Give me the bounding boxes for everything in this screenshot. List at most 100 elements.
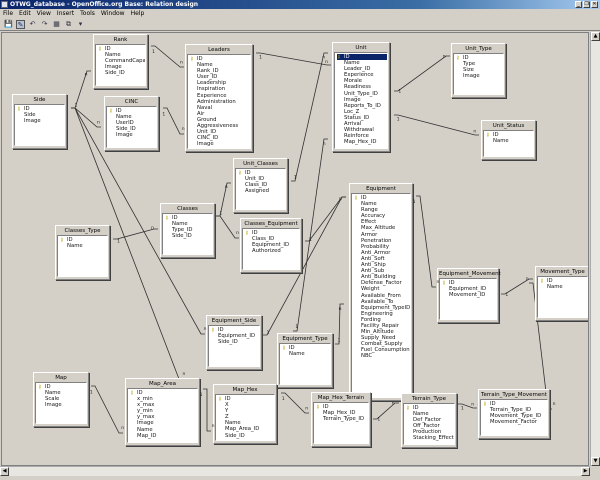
table-terrain-type-movement[interactable]: Terrain_Type_MovementIDTerrain_Type_IDMo… — [478, 389, 550, 439]
scroll-right-button[interactable]: ▶ — [581, 467, 590, 476]
table-title[interactable]: Map_Hex — [232, 387, 258, 393]
field-anti-armor[interactable]: Anti_Armor — [361, 249, 391, 256]
restore-button[interactable]: ❐ — [583, 1, 590, 8]
field-type-id[interactable]: Type_ID — [172, 227, 193, 234]
field-air[interactable]: Air — [197, 110, 205, 117]
relation-line[interactable] — [416, 195, 436, 288]
field-reinforce[interactable]: Reinforce — [344, 133, 369, 140]
redo-icon[interactable]: ↷ — [41, 20, 48, 28]
table-unit-status[interactable]: Unit_StatusIDName — [481, 120, 536, 160]
field-ground[interactable]: Ground — [197, 116, 217, 123]
field-experience[interactable]: Experience — [344, 72, 374, 79]
field-facility-repair[interactable]: Facility_Repair — [361, 322, 399, 329]
field-y-max[interactable]: y_max — [137, 414, 155, 421]
table-title[interactable]: Equipment_Movement — [439, 271, 501, 277]
field-defense-factor[interactable]: Defense_Factor — [361, 280, 402, 287]
field-id[interactable]: ID — [130, 390, 197, 396]
menu-window[interactable]: Window — [100, 10, 125, 17]
vertical-scrollbar[interactable]: ▲ ▼ — [590, 32, 600, 466]
relation-line[interactable] — [501, 278, 533, 295]
table-title[interactable]: Terrain_Type_Movement — [481, 392, 547, 398]
edit-icon[interactable]: ✎ — [16, 20, 25, 29]
minimize-button[interactable]: _ — [575, 1, 582, 8]
relation-line[interactable] — [529, 282, 552, 410]
relation-line[interactable] — [256, 52, 331, 66]
table-title[interactable]: Unit_Status — [492, 123, 525, 129]
relation-line[interactable] — [216, 182, 231, 217]
relation-line[interactable] — [458, 403, 477, 409]
field-movement-id[interactable]: Movement_ID — [449, 292, 486, 299]
field-class-id[interactable]: Class_ID — [245, 182, 268, 189]
field-morale[interactable]: Morale — [344, 78, 362, 85]
field-id[interactable]: ID — [165, 215, 212, 221]
field-type[interactable]: Type — [463, 61, 476, 68]
field-fording[interactable]: Fording — [361, 316, 381, 323]
field-movement-type-id[interactable]: Movement_Type_ID — [490, 413, 542, 420]
field-id[interactable]: ID — [316, 404, 368, 410]
relation-line[interactable] — [335, 303, 344, 345]
menu-view[interactable]: View — [36, 10, 51, 17]
menu-help[interactable]: Help — [130, 10, 145, 17]
save-icon[interactable]: 💾 — [4, 20, 13, 28]
horizontal-scrollbar[interactable]: ◀ ▶ — [0, 466, 590, 476]
field-armor[interactable]: Armor — [361, 231, 378, 238]
table-title[interactable]: Unit — [355, 45, 367, 51]
field-experience[interactable]: Experience — [197, 92, 227, 99]
field-id[interactable]: ID — [38, 384, 86, 390]
field-equipment-typeid[interactable]: Equipment_TypeID — [361, 304, 411, 311]
field-id[interactable]: ID — [406, 405, 454, 411]
field-terrain-type-id[interactable]: Terrain_Type_ID — [323, 416, 365, 423]
field-image[interactable]: Image — [137, 420, 154, 427]
relation-line[interactable] — [291, 52, 328, 182]
relation-line[interactable] — [71, 70, 91, 109]
table-classes-type[interactable]: Classes_TypeIDName — [55, 225, 110, 280]
field-map-area-id[interactable]: Map_Area_ID — [225, 426, 260, 433]
relation-line[interactable] — [293, 138, 328, 332]
field-id[interactable]: ID — [190, 56, 250, 62]
menu-insert[interactable]: Insert — [56, 10, 75, 17]
field-weight[interactable]: Weight — [361, 286, 380, 293]
field-anti-sub[interactable]: Anti_Sub — [361, 268, 385, 275]
field-authorized[interactable]: Authorized — [252, 248, 281, 255]
table-title[interactable]: Equipment_Side — [211, 318, 257, 324]
field-x[interactable]: X — [225, 402, 229, 409]
field-name[interactable]: Name — [45, 390, 61, 397]
field-id[interactable]: ID — [109, 108, 156, 114]
field-map-hex-id[interactable]: Map_Hex_ID — [344, 139, 377, 146]
table-terrain-type[interactable]: Terrain_TypeIDNameDef_FactorOff_FactorPr… — [401, 393, 457, 448]
field-id[interactable]: ID — [17, 106, 64, 112]
field-loc-z[interactable]: Loc_Z — [344, 108, 360, 115]
table-title[interactable]: Equipment — [366, 186, 396, 192]
table-title[interactable]: Classes — [177, 206, 198, 212]
field-rank-id[interactable]: Rank_ID — [197, 68, 219, 75]
field-x-min[interactable]: x_min — [137, 396, 153, 403]
relation-line[interactable] — [113, 228, 158, 240]
field-aggressiveness[interactable]: Aggressiveness — [197, 123, 239, 130]
more-icon[interactable]: ▾ — [78, 20, 83, 28]
field-map-hex-id[interactable]: Map_Hex_ID — [323, 410, 356, 417]
field-id[interactable]: ID — [60, 237, 107, 243]
field-side-id[interactable]: Side_ID — [105, 70, 125, 77]
field-name[interactable]: Name — [289, 351, 305, 358]
menu-edit[interactable]: Edit — [19, 10, 31, 17]
field-name[interactable]: Name — [197, 62, 213, 69]
field-id[interactable]: ID — [282, 345, 330, 351]
field-anti-building[interactable]: Anti_Building — [361, 274, 396, 281]
relation-line[interactable] — [91, 385, 123, 434]
field-id[interactable]: ID — [540, 278, 587, 284]
table-movement-type[interactable]: Movement_TypeIDName — [535, 266, 588, 321]
field-id[interactable]: ID — [238, 170, 285, 176]
field-name[interactable]: Name — [67, 243, 83, 250]
field-id[interactable]: ID — [456, 55, 503, 61]
relation-line[interactable] — [216, 215, 239, 239]
table-title[interactable]: Unit_Type — [465, 46, 492, 52]
relation-line[interactable] — [203, 388, 211, 432]
field-production[interactable]: Production — [413, 429, 442, 436]
field-terrain-type-id[interactable]: Terrain_Type_ID — [490, 407, 532, 414]
field-image[interactable]: Image — [463, 73, 480, 80]
field-fuel-consumption[interactable]: Fuel_Consumption — [361, 347, 410, 354]
field-min-altitude[interactable]: Min_Altitude — [361, 329, 394, 336]
field-leadership[interactable]: Leadership — [197, 80, 227, 87]
